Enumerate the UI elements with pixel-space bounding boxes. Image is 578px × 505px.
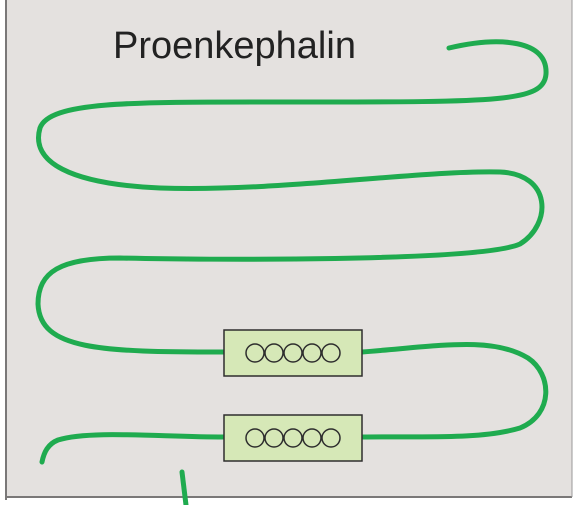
residue-circle (264, 343, 284, 363)
residue-circle (283, 343, 303, 363)
enkephalin-domain-box (223, 414, 363, 462)
protein-title: Proenkephalin (113, 25, 356, 67)
polypeptide-chain-tail (179, 469, 189, 505)
enkephalin-domain-box (223, 329, 363, 377)
residue-circle (245, 428, 265, 448)
polypeptide-chain-middle (359, 342, 549, 440)
residue-circle (321, 343, 341, 363)
residue-circle (245, 343, 265, 363)
residue-circles (245, 343, 341, 363)
residue-circle (302, 428, 322, 448)
residue-circle (283, 428, 303, 448)
polypeptide-chain (35, 39, 549, 355)
residue-circle (264, 428, 284, 448)
panel-background (6, 0, 572, 497)
residue-circles (245, 428, 341, 448)
polypeptide-chain-end (39, 432, 227, 465)
residue-circle (321, 428, 341, 448)
residue-circle (302, 343, 322, 363)
